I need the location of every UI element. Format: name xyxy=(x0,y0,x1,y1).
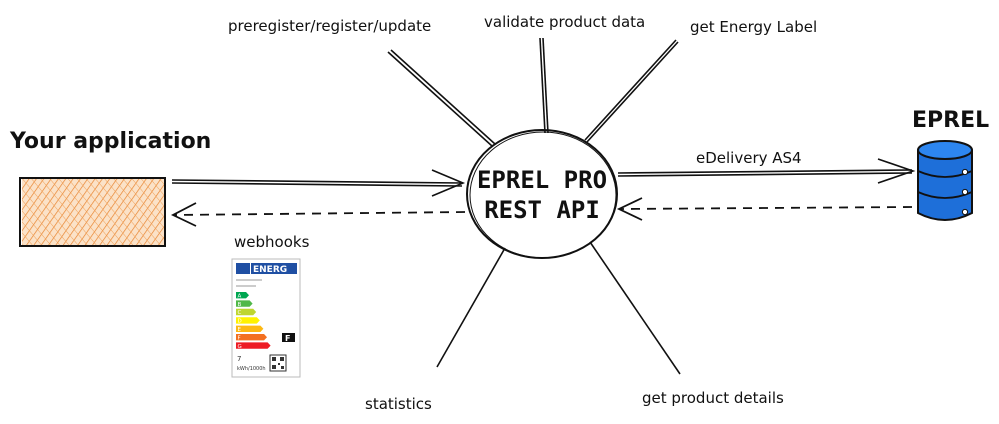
energy-label-header: ENERG xyxy=(253,265,287,275)
product-details-label: get product details xyxy=(642,389,784,407)
line-product-details xyxy=(589,241,681,375)
energy-class-bar-d xyxy=(236,317,260,324)
energy-class-letter-e: E xyxy=(238,327,242,333)
energy-class-bar-f xyxy=(236,334,267,341)
energy-class-letter-d: D xyxy=(238,319,242,325)
eprel-label: EPREL xyxy=(912,108,989,133)
energy-label-kwh-unit: kWh/1000h xyxy=(237,366,266,372)
energy-class-bar-g xyxy=(236,342,271,349)
energy-class-highlight: F xyxy=(285,334,290,343)
energy-class-letter-g: G xyxy=(238,344,242,350)
your-application-label: Your application xyxy=(9,129,211,154)
qr-code-icon xyxy=(269,354,287,372)
radiating-lines xyxy=(387,37,681,375)
line-statistics xyxy=(436,247,506,368)
energy-class-letter-c: C xyxy=(238,310,242,316)
energy-class-bar-c xyxy=(236,308,257,316)
application-box xyxy=(19,177,166,247)
energy-class-letter-a: A xyxy=(238,293,242,299)
line-get-label xyxy=(584,39,677,141)
get-energy-label-label: get Energy Label xyxy=(690,18,817,36)
statistics-label: statistics xyxy=(365,395,432,413)
arrow-app-to-api xyxy=(171,169,466,197)
eprel-database-icon xyxy=(917,140,973,221)
arrow-edelivery xyxy=(617,158,916,184)
webhooks-label: webhooks xyxy=(234,233,310,251)
rest-api-circle-sketch xyxy=(469,131,617,259)
validate-label: validate product data xyxy=(484,13,645,31)
arrow-webhooks xyxy=(170,202,466,227)
arrow-eprel-to-api xyxy=(616,197,913,221)
energy-class-letter-f: F xyxy=(238,335,241,341)
center-label-line1: EPREL PRO xyxy=(477,166,607,194)
edelivery-label: eDelivery AS4 xyxy=(696,149,802,167)
energy-class-bar-b xyxy=(236,300,253,307)
rest-api-circle xyxy=(466,129,618,259)
line-validate xyxy=(539,37,546,134)
center-label-line2: REST API xyxy=(484,196,600,224)
energy-class-bar-e xyxy=(236,325,264,332)
preregister-label: preregister/register/update xyxy=(228,17,431,35)
energy-class-letter-b: B xyxy=(238,302,242,308)
energy-class-bar-a xyxy=(236,292,249,299)
energy-label-kwh-value: 7 xyxy=(237,355,241,363)
line-preregister xyxy=(387,51,493,147)
